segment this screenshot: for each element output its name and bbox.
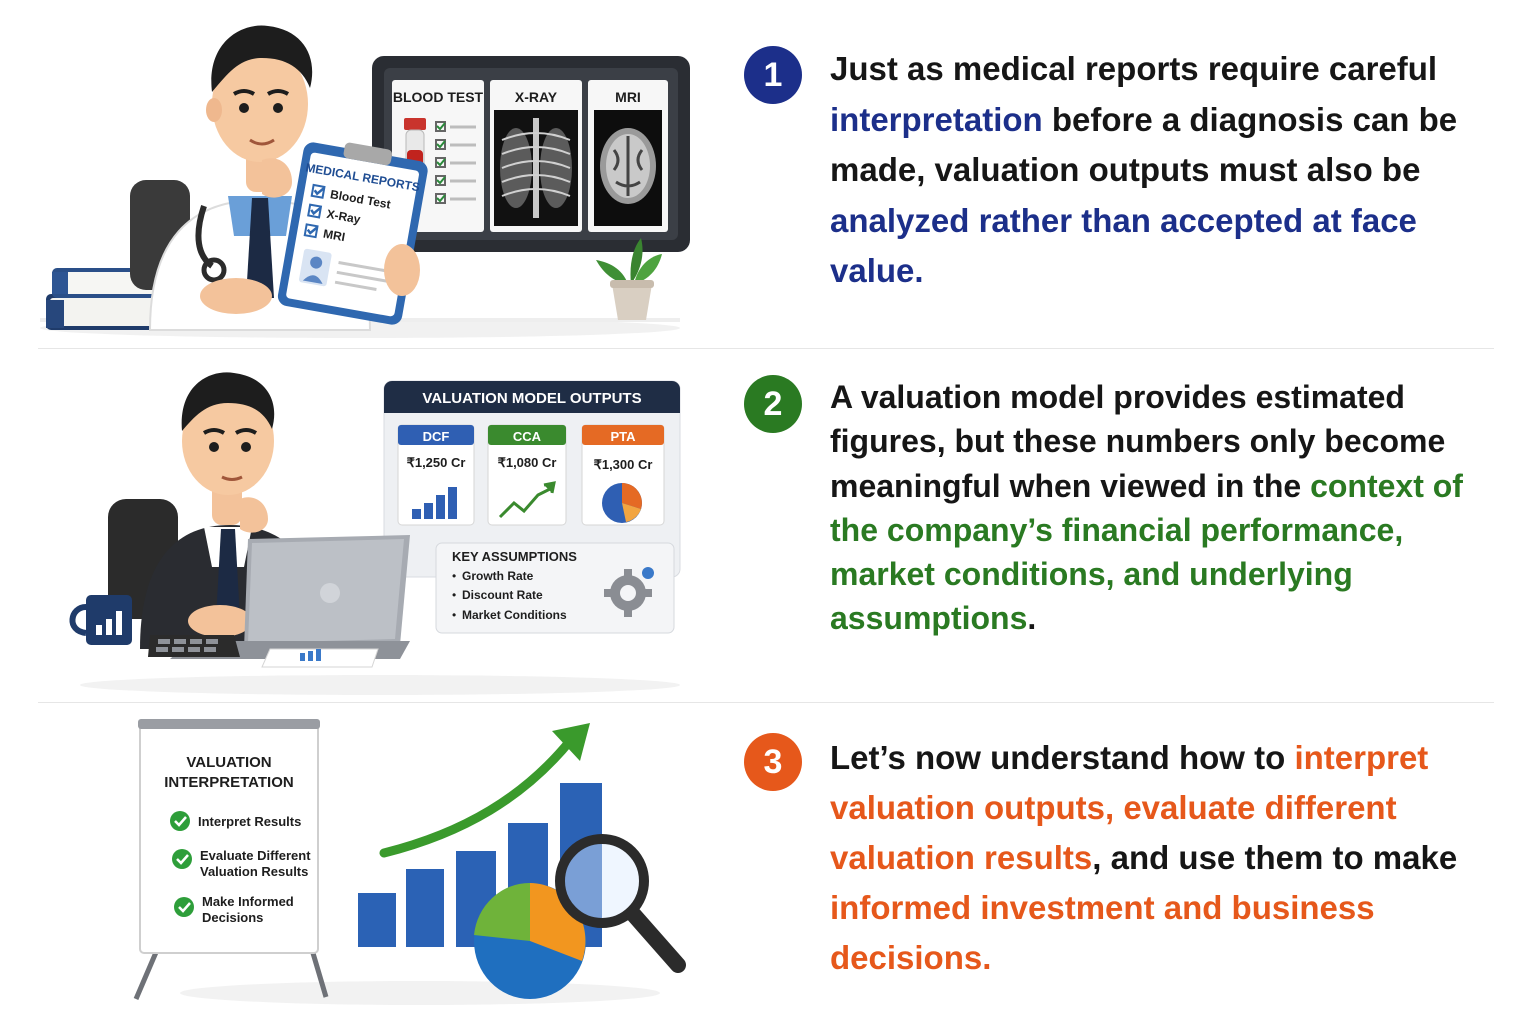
pie-chart-icon: [474, 882, 586, 999]
clipboard-item-xray: X-Ray: [326, 207, 362, 227]
plant-icon: [596, 238, 662, 320]
section-3-highlight-b: informed investment and business decisio…: [830, 889, 1375, 976]
xray-image: [494, 110, 578, 226]
monitor-icon: BLOOD TEST X-RAY MRI: [372, 56, 690, 252]
board-item-decisions-line-1: Make Informed: [202, 894, 294, 909]
section-3-text-a: Let’s now understand how to: [830, 739, 1295, 776]
step-number-2: 2: [744, 375, 802, 433]
gear-icon: [604, 567, 654, 617]
board-title-line-1: VALUATION: [186, 754, 271, 771]
section-3-text: Let’s now understand how to interpret va…: [830, 733, 1490, 983]
magnifier-icon: [555, 834, 686, 973]
books-icon: [46, 268, 176, 330]
board-title-line-2: INTERPRETATION: [164, 774, 293, 791]
section-1-text: Just as medical reports require careful …: [830, 44, 1490, 297]
assumption-item-growth-rate: Growth Rate: [462, 569, 534, 583]
svg-text:•: •: [452, 569, 456, 583]
monitor-label-mri: MRI: [615, 89, 641, 105]
clipboard-icon: MEDICAL REPORTS Blood Test X-Ray MRI: [277, 142, 428, 325]
section-divider-2: [38, 702, 1494, 703]
step-number-1: 1: [744, 46, 802, 104]
interpretation-illustration: VALUATION INTERPRETATION Interpret Resul…: [133, 719, 686, 1005]
card-value-cca: ₹1,080 Cr: [498, 455, 557, 470]
section-3-highlight-a: interpret valuation outputs, evaluate di…: [830, 739, 1429, 876]
section-1-highlight-b: analyzed rather than accepted at face va…: [830, 201, 1417, 290]
assumption-item-discount-rate: Discount Rate: [462, 588, 543, 602]
step-number-3: 3: [744, 733, 802, 791]
pie-chart-icon: [602, 483, 642, 523]
card-value-dcf: ₹1,250 Cr: [407, 455, 466, 470]
section-2-text-b: .: [1027, 600, 1037, 637]
section-1: BLOOD TEST X-RAY MRI: [0, 0, 1536, 348]
panel-title: VALUATION MODEL OUTPUTS: [422, 390, 641, 407]
up-arrow-icon: [379, 723, 590, 858]
section-3: VALUATION INTERPRETATION Interpret Resul…: [0, 703, 1536, 1024]
monitor-label-xray: X-RAY: [515, 89, 558, 105]
mug-icon: [69, 595, 132, 645]
svg-text:•: •: [452, 588, 456, 602]
mri-image: [594, 110, 662, 226]
section-2: VALUATION MODEL OUTPUTS DCF ₹1,250 Cr CC…: [0, 349, 1536, 702]
board-item-evaluate-line-2: Valuation Results: [200, 864, 308, 879]
board-item-evaluate-line-1: Evaluate Different: [200, 848, 311, 863]
section-divider-1: [38, 348, 1494, 349]
section-1-text-a: Just as medical reports require careful: [830, 50, 1438, 87]
assumptions-title: KEY ASSUMPTIONS: [452, 549, 577, 564]
section-3-text-b: , and use them to make: [1092, 839, 1458, 876]
assumption-item-market-conditions: Market Conditions: [462, 608, 567, 622]
card-label-pta: PTA: [610, 429, 636, 444]
doctor-illustration: BLOOD TEST X-RAY MRI: [40, 25, 690, 338]
section-1-highlight-a: interpretation: [830, 100, 1043, 138]
card-label-cca: CCA: [513, 429, 542, 444]
card-label-dcf: DCF: [423, 429, 450, 444]
card-value-pta: ₹1,300 Cr: [594, 457, 653, 472]
analyst-illustration: VALUATION MODEL OUTPUTS DCF ₹1,250 Cr CC…: [69, 372, 681, 695]
board-item-decisions-line-2: Decisions: [202, 910, 263, 925]
section-1-text-b: before a diagnosis can be made, valuatio…: [830, 100, 1458, 189]
check-icon: [170, 811, 194, 917]
section-2-text: A valuation model provides estimated fig…: [830, 375, 1490, 641]
section-2-highlight-a: context of the company’s financial perfo…: [830, 467, 1463, 637]
report-paper-icon: [261, 648, 379, 668]
trend-line-icon: [498, 481, 556, 519]
flipchart-easel: VALUATION INTERPRETATION Interpret Resul…: [133, 719, 329, 1000]
calculator-icon: [148, 635, 240, 657]
valuation-panel: VALUATION MODEL OUTPUTS DCF ₹1,250 Cr CC…: [383, 380, 681, 634]
board-item-interpret-results: Interpret Results: [198, 814, 301, 829]
monitor-label-blood-test: BLOOD TEST: [393, 89, 484, 105]
svg-text:•: •: [452, 608, 456, 622]
section-2-text-a: A valuation model provides estimated fig…: [830, 379, 1446, 504]
bar-chart-icon: [412, 487, 457, 519]
clipboard-item-mri: MRI: [322, 227, 346, 245]
